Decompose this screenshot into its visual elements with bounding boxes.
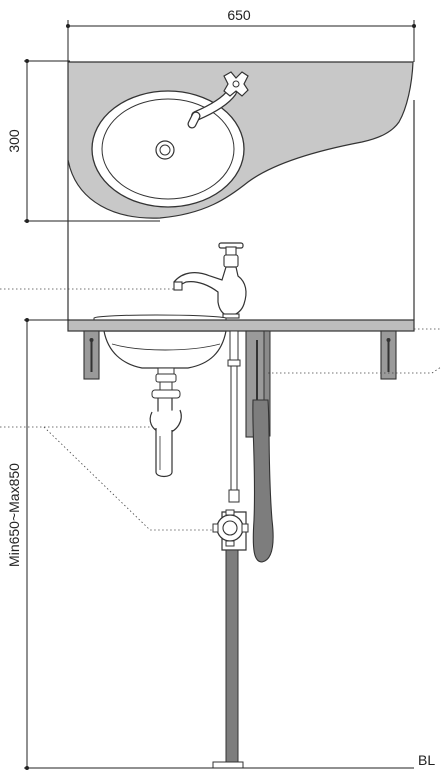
width-label: 650 (227, 7, 251, 23)
baseline-label: BL (418, 752, 435, 768)
counter-slab (67, 319, 415, 332)
baseline: BL (24, 752, 435, 769)
basin-bowl-elevation (93, 314, 227, 369)
drain-trap (149, 367, 182, 478)
faucet-elevation-icon (173, 242, 247, 319)
floor-pipe (212, 549, 244, 769)
towel-bar-hook (252, 399, 274, 563)
stop-valve-icon (212, 509, 249, 551)
height-dimension: Min650~Max850 (6, 318, 70, 770)
faucet-plan-icon (187, 71, 249, 129)
wall-bracket-right (380, 330, 397, 380)
leader-lines (0, 288, 441, 531)
depth-label: 300 (6, 129, 22, 153)
supply-pipe (227, 330, 241, 503)
height-label: Min650~Max850 (6, 463, 22, 567)
elevation-outline (67, 100, 415, 320)
width-dimension: 650 (66, 7, 416, 62)
depth-dimension: 300 (6, 59, 160, 223)
wall-bracket-left (83, 330, 100, 380)
counter-plan-view (67, 61, 414, 219)
